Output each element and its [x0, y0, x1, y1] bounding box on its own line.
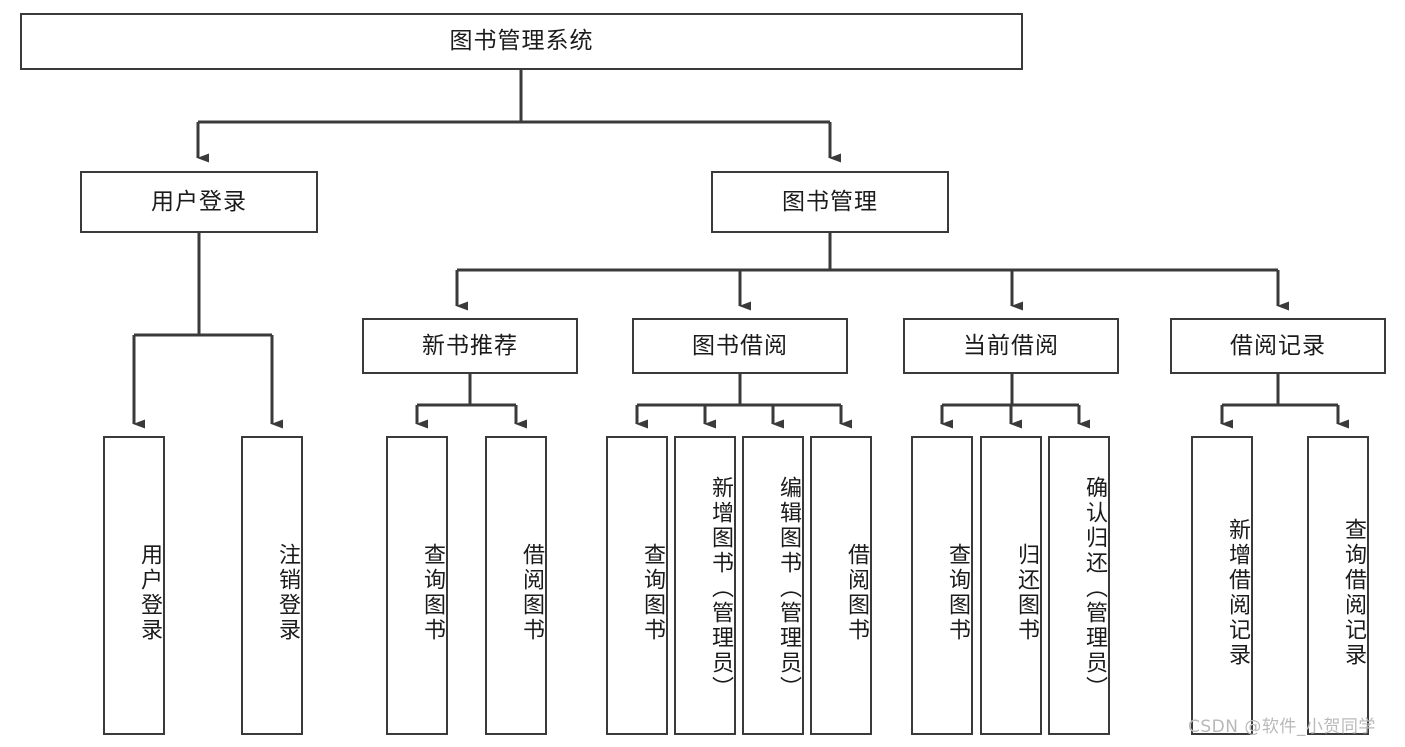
- leaf-borrow-book-2[interactable]: 借阅图书: [810, 436, 872, 735]
- leaf-logout[interactable]: 注销登录: [241, 436, 303, 735]
- node-root[interactable]: 图书管理系统: [20, 13, 1023, 70]
- leaf-confirm-return-label: 确认归还（管理员）: [1082, 476, 1107, 701]
- node-current-borrow-label: 当前借阅: [963, 332, 1059, 359]
- leaf-query-book-2[interactable]: 查询图书: [606, 436, 668, 735]
- node-book-borrow[interactable]: 图书借阅: [632, 318, 848, 374]
- leaf-query-book-3[interactable]: 查询图书: [911, 436, 973, 735]
- leaf-return-book[interactable]: 归还图书: [980, 436, 1042, 735]
- node-current-borrow[interactable]: 当前借阅: [903, 318, 1119, 374]
- watermark: CSDN @软件_小贺同学: [1188, 717, 1376, 737]
- node-book-manage-label: 图书管理: [782, 188, 878, 215]
- leaf-user-login-label: 用户登录: [137, 542, 162, 643]
- leaf-add-book-label: 新增图书（管理员）: [708, 476, 733, 701]
- node-borrow-record-label: 借阅记录: [1230, 332, 1326, 359]
- node-borrow-record[interactable]: 借阅记录: [1170, 318, 1386, 374]
- leaf-borrow-book-1[interactable]: 借阅图书: [485, 436, 547, 735]
- leaf-logout-label: 注销登录: [275, 542, 300, 643]
- node-root-label: 图书管理系统: [449, 28, 594, 55]
- leaf-user-login[interactable]: 用户登录: [103, 436, 165, 735]
- node-user-login-label: 用户登录: [151, 188, 247, 215]
- leaf-borrow-book-2-label: 借阅图书: [844, 542, 869, 643]
- leaf-add-record-label: 新增借阅记录: [1225, 517, 1250, 668]
- leaf-query-book-1-label: 查询图书: [420, 542, 445, 643]
- node-book-borrow-label: 图书借阅: [692, 332, 788, 359]
- node-user-login[interactable]: 用户登录: [80, 171, 318, 233]
- leaf-query-book-3-label: 查询图书: [945, 542, 970, 643]
- leaf-query-book-1[interactable]: 查询图书: [386, 436, 448, 735]
- leaf-query-record[interactable]: 查询借阅记录: [1307, 436, 1369, 735]
- node-new-book-recommend-label: 新书推荐: [422, 332, 518, 359]
- leaf-return-book-label: 归还图书: [1014, 542, 1039, 643]
- leaf-edit-book-label: 编辑图书（管理员）: [776, 476, 801, 701]
- node-book-manage[interactable]: 图书管理: [711, 171, 949, 233]
- leaf-edit-book[interactable]: 编辑图书（管理员）: [742, 436, 804, 735]
- leaf-confirm-return[interactable]: 确认归还（管理员）: [1048, 436, 1110, 735]
- leaf-query-book-2-label: 查询图书: [640, 542, 665, 643]
- node-new-book-recommend[interactable]: 新书推荐: [362, 318, 578, 374]
- leaf-query-record-label: 查询借阅记录: [1341, 517, 1366, 668]
- leaf-add-book[interactable]: 新增图书（管理员）: [674, 436, 736, 735]
- leaf-add-record[interactable]: 新增借阅记录: [1191, 436, 1253, 735]
- leaf-borrow-book-1-label: 借阅图书: [519, 542, 544, 643]
